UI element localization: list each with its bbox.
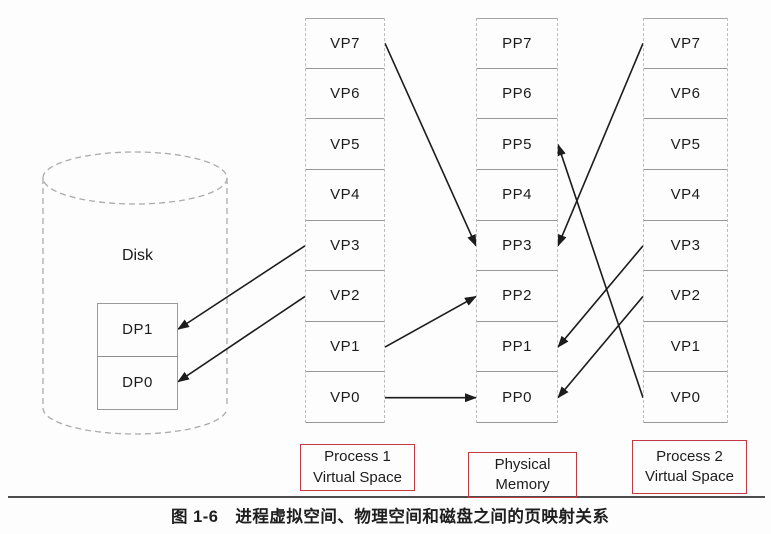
- page-label: VP2: [330, 287, 360, 305]
- page-label: VP3: [670, 236, 701, 254]
- process2-page-VP0: VP0: [644, 372, 727, 423]
- physical-page-PP7: PP7: [477, 18, 557, 69]
- process2-virtual-space-label-box: Process 2 Virtual Space: [632, 440, 747, 494]
- process1-page-VP6: VP6: [306, 69, 384, 120]
- process2-page-VP7: VP7: [644, 18, 727, 69]
- process2-page-VP1: VP1: [644, 322, 727, 373]
- process1-page-VP7: VP7: [306, 18, 384, 69]
- page-label: PP2: [502, 287, 532, 305]
- arrow-process2.VP7-to-physical.PP3: [557, 43, 644, 247]
- process1-page-VP0: VP0: [306, 372, 384, 423]
- arrow-process2.VP0-to-physical.PP5: [557, 143, 644, 398]
- page-label: DP0: [122, 374, 153, 392]
- physical-page-PP3: PP3: [477, 221, 557, 272]
- tag-line: Physical: [494, 455, 551, 473]
- page-label: PP1: [502, 338, 532, 356]
- mapping-arrows: [177, 42, 644, 403]
- page-label: PP0: [502, 388, 532, 406]
- process1-page-VP4: VP4: [306, 170, 384, 221]
- physical-page-PP6: PP6: [477, 69, 557, 120]
- page-label: VP3: [330, 236, 360, 254]
- page-label: VP4: [670, 186, 701, 204]
- page-label: VP7: [330, 34, 360, 52]
- process1-page-VP3: VP3: [306, 221, 384, 272]
- page-label: PP7: [502, 34, 532, 52]
- tag-line: Memory: [495, 476, 550, 493]
- disk-page-DP1: DP1: [98, 304, 177, 357]
- physical-page-PP0: PP0: [477, 372, 557, 423]
- tag-line: Virtual Space: [645, 468, 734, 485]
- page-label: VP7: [670, 34, 701, 52]
- page-label: VP0: [330, 388, 360, 406]
- page-label: VP0: [670, 388, 701, 406]
- process2-page-VP3: VP3: [644, 221, 727, 272]
- process2-page-VP4: VP4: [644, 170, 727, 221]
- page-label: VP5: [670, 135, 701, 153]
- tag-line: Virtual Space: [313, 468, 402, 486]
- arrow-process2.VP2-to-physical.PP0: [557, 295, 644, 399]
- figure-caption: 图 1-6 进程虚拟空间、物理空间和磁盘之间的页映射关系: [171, 508, 610, 526]
- physical-memory-label-box: Physical Memory: [468, 452, 577, 498]
- physical-page-PP2: PP2: [477, 271, 557, 322]
- arrow-process2.VP3-to-physical.PP1: [557, 245, 644, 348]
- page-label: VP4: [330, 186, 360, 204]
- page-label: VP1: [330, 338, 360, 356]
- physical-page-PP4: PP4: [477, 170, 557, 221]
- page-label: PP3: [502, 236, 532, 254]
- arrow-process1.VP1-to-physical.PP2: [384, 295, 477, 348]
- disk-label: Disk: [121, 247, 154, 264]
- page-label: VP6: [670, 84, 701, 102]
- page-label: PP4: [502, 186, 532, 204]
- process2-page-VP5: VP5: [644, 119, 727, 170]
- arrow-process1.VP2-to-disk.DP0: [177, 295, 306, 383]
- page-label: PP5: [502, 135, 532, 153]
- page-label: VP1: [670, 338, 701, 356]
- physical-page-PP5: PP5: [477, 119, 557, 170]
- process1-virtual-space-label-box: Process 1 Virtual Space: [300, 444, 415, 491]
- process1-page-VP5: VP5: [306, 119, 384, 170]
- caption-divider-rule: [8, 496, 765, 498]
- tag-line: Process 1: [324, 448, 391, 466]
- page-label: DP1: [122, 321, 153, 339]
- physical-page-PP1: PP1: [477, 322, 557, 373]
- process1-page-VP1: VP1: [306, 322, 384, 373]
- process1-page-VP2: VP2: [306, 271, 384, 322]
- arrow-process1.VP7-to-physical.PP3: [384, 42, 477, 247]
- tag-line: Process 2: [656, 447, 723, 465]
- arrow-process1.VP3-to-disk.DP1: [177, 245, 306, 330]
- disk-page-DP0: DP0: [98, 357, 177, 410]
- process2-page-VP2: VP2: [644, 271, 727, 322]
- page-label: PP6: [502, 84, 532, 102]
- process2-page-VP6: VP6: [644, 69, 727, 120]
- page-label: VP2: [670, 287, 701, 305]
- page-label: VP6: [330, 84, 360, 102]
- page-label: VP5: [330, 135, 360, 153]
